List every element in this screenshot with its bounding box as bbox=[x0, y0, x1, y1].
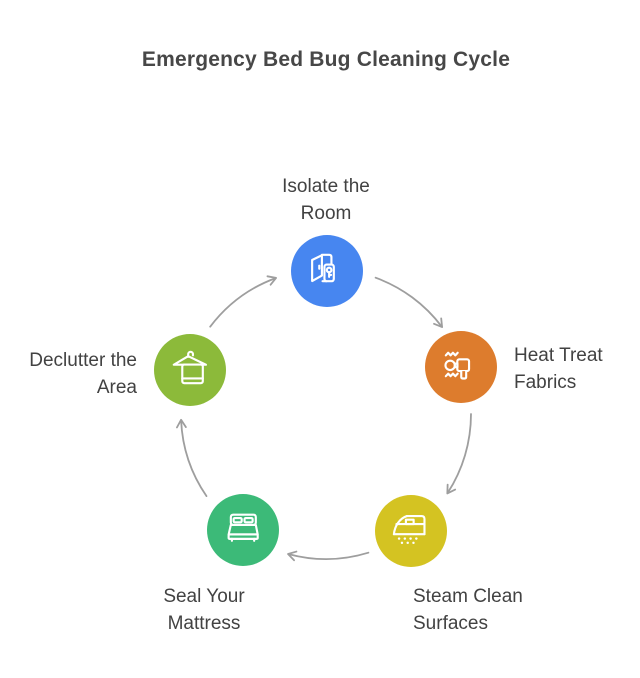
step-label-seal-your-mattress: Seal Your Mattress bbox=[104, 583, 304, 637]
arrow-seal-to-declutter bbox=[176, 418, 208, 497]
arrow-steam-to-seal bbox=[287, 550, 370, 562]
label-line: Declutter the bbox=[29, 350, 137, 371]
label-line: Mattress bbox=[167, 613, 241, 634]
label-line: Isolate the bbox=[282, 176, 370, 197]
step-circle-seal-your-mattress bbox=[207, 494, 279, 566]
hanger-towel-icon bbox=[172, 350, 208, 385]
step-label-steam-clean-surfaces: Steam Clean Surfaces bbox=[413, 583, 523, 637]
step-label-declutter-the-area: Declutter the Area bbox=[0, 347, 137, 401]
step-circle-steam-clean-surfaces bbox=[375, 495, 447, 567]
step-label-heat-treat-fabrics: Heat Treat Fabrics bbox=[514, 342, 603, 396]
page-title: Emergency Bed Bug Cleaning Cycle bbox=[141, 48, 511, 71]
label-line: Area bbox=[96, 377, 137, 398]
step-label-isolate-the-room: Isolate the Room bbox=[226, 173, 426, 227]
arrow-heat-to-steam bbox=[446, 413, 472, 495]
arrow-declutter-to-isolate bbox=[209, 275, 277, 328]
door-key-icon bbox=[311, 253, 335, 283]
arrow-isolate-to-heat bbox=[374, 276, 444, 328]
step-circle-heat-treat-fabrics bbox=[425, 331, 497, 403]
label-line: Steam Clean bbox=[413, 586, 523, 607]
label-line: Heat Treat bbox=[514, 345, 603, 366]
steam-iron-icon bbox=[392, 514, 426, 545]
label-line: Fabrics bbox=[514, 372, 577, 393]
step-circle-isolate-the-room bbox=[291, 235, 363, 307]
bed-icon bbox=[227, 513, 259, 542]
hair-dryer-icon bbox=[444, 351, 471, 380]
label-line: Seal Your bbox=[163, 586, 245, 607]
label-line: Room bbox=[300, 203, 352, 224]
step-circle-declutter-the-area bbox=[154, 334, 226, 406]
label-line: Surfaces bbox=[413, 613, 488, 634]
